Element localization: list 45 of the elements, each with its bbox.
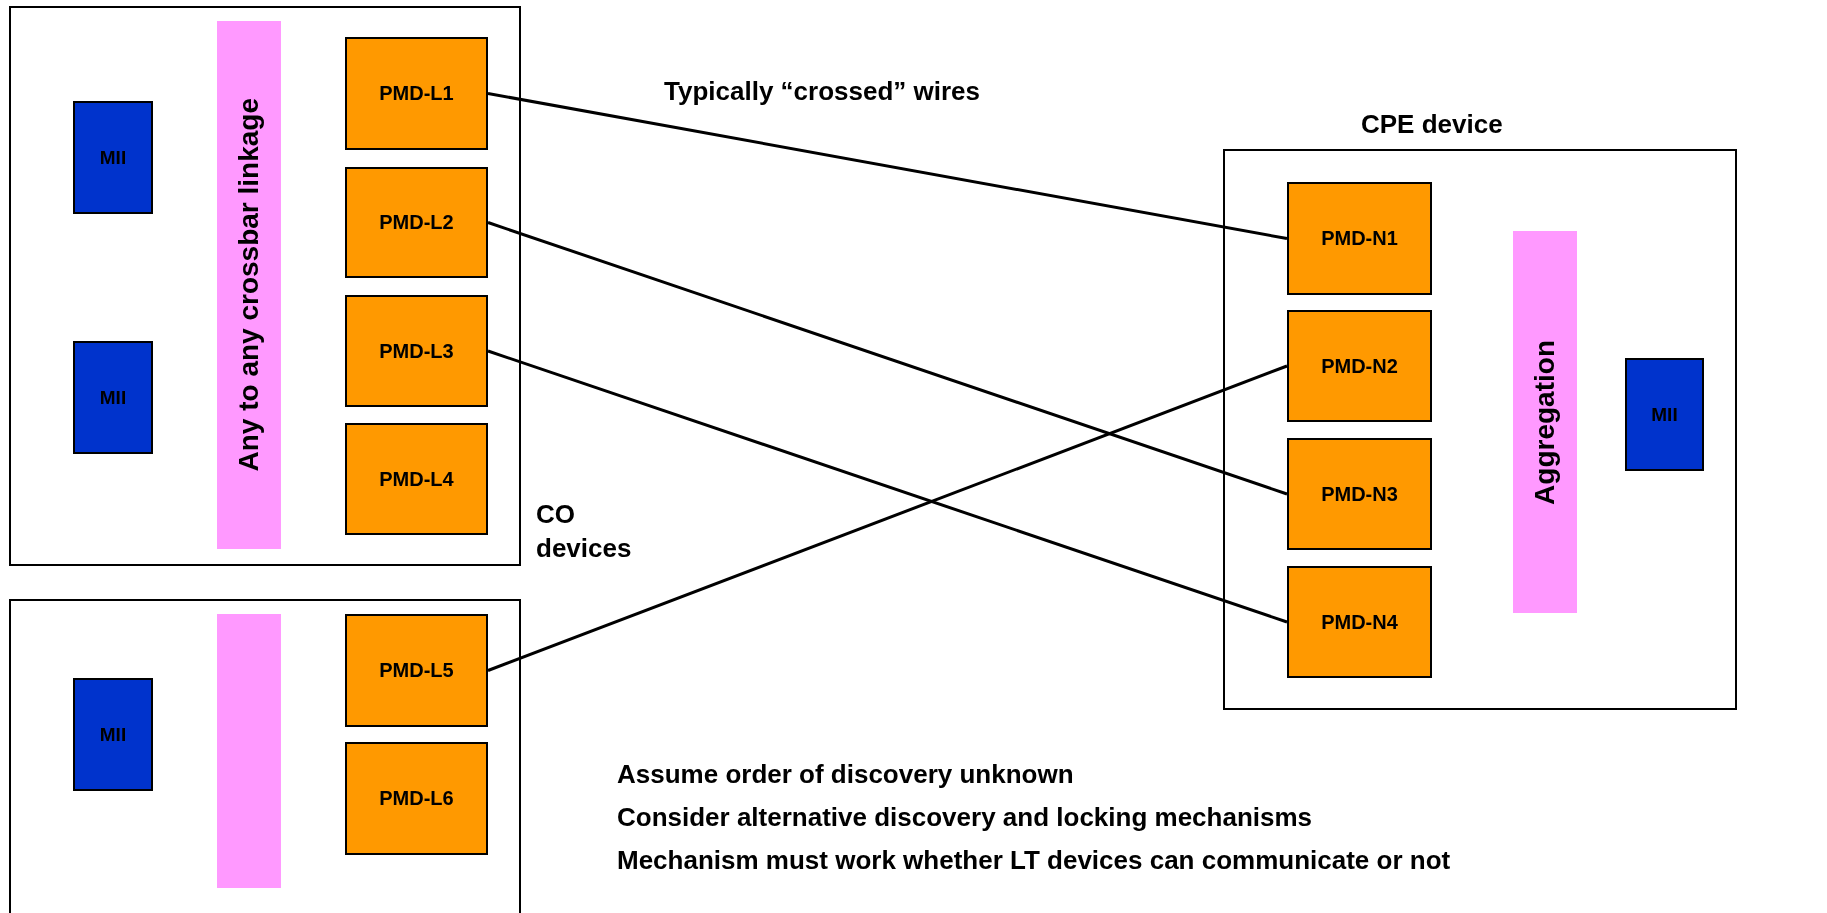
- pmd-block: [345, 742, 488, 855]
- block-label: PMD-L6: [379, 787, 454, 810]
- block-label: PMD-L2: [379, 211, 454, 234]
- pmd-block: [1287, 310, 1432, 422]
- linkage-bar: [217, 614, 281, 888]
- mii-block: [73, 678, 153, 791]
- linkage-bar: [217, 21, 281, 549]
- block-label: MII: [1651, 403, 1678, 426]
- block-label: PMD-L3: [379, 339, 454, 363]
- mii-block: [1625, 358, 1704, 471]
- device-box: [9, 599, 521, 913]
- pmd-block: [345, 37, 488, 150]
- pmd-block: [1287, 566, 1432, 678]
- note-text: Assume order of discovery unknown: [617, 758, 1074, 791]
- block-label: MII: [99, 146, 127, 169]
- note-text: Mechanism must work whether LT devices can communicate or not: [617, 844, 1451, 877]
- box-heading: CPE device: [1361, 109, 1503, 140]
- block-label: PMD-N3: [1321, 482, 1398, 506]
- block-label: PMD-L4: [379, 467, 454, 491]
- pmd-block: [345, 167, 488, 278]
- pmd-block: [1287, 438, 1432, 550]
- bar-label: Any to any crossbar linkage: [233, 98, 265, 472]
- mii-block: [73, 101, 153, 214]
- pmd-block: [345, 423, 488, 535]
- device-box: [9, 6, 521, 566]
- pmd-block: [345, 614, 488, 727]
- wire: [487, 92, 1288, 240]
- wire-note: Typically “crossed” wires: [664, 75, 980, 108]
- pmd-block: [345, 295, 488, 407]
- block-label: PMD-N1: [1321, 227, 1398, 250]
- wire: [487, 221, 1288, 496]
- block-label: PMD-N2: [1321, 354, 1398, 378]
- linkage-bar: [1513, 231, 1577, 613]
- pmd-block: [1287, 182, 1432, 295]
- wire: [487, 349, 1288, 624]
- block-label: PMD-L5: [379, 659, 454, 682]
- wire: [487, 364, 1288, 672]
- note-text: Consider alternative discovery and locking mechanisms: [617, 801, 1313, 834]
- block-label: PMD-L1: [379, 82, 454, 105]
- mii-block: [73, 341, 153, 454]
- block-label: MII: [99, 386, 127, 409]
- bar-label: Aggregation: [1529, 339, 1561, 505]
- group-label: CO devices: [536, 498, 633, 565]
- block-label: MII: [99, 723, 127, 746]
- block-label: PMD-N4: [1321, 610, 1398, 634]
